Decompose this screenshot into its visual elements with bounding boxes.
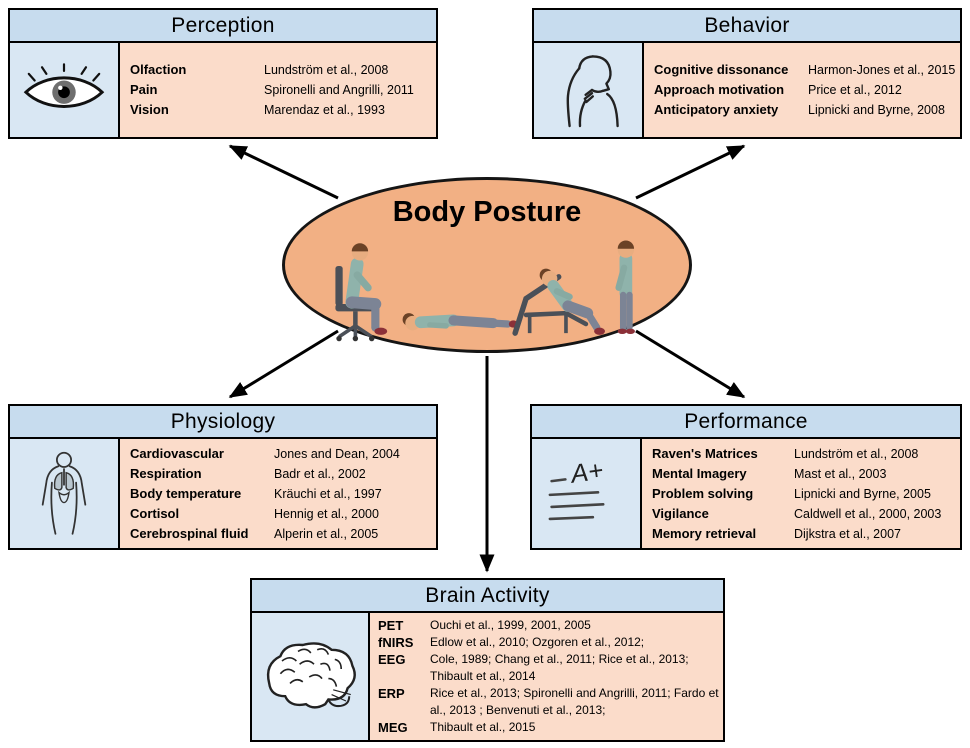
topic-label: Cerebrospinal fluid (130, 525, 249, 541)
brain-icon (252, 613, 370, 740)
posture-figures-illustration (335, 240, 635, 342)
topic-label: Vigilance (652, 505, 709, 521)
body-posture-ellipse: Body Posture (282, 177, 692, 353)
list-item: EEG Cole, 1989; Chang et al., 2011; Rice… (378, 651, 719, 685)
list-item: PET Ouchi et al., 1999, 2001, 2005 (378, 617, 719, 634)
list-item: Cognitive dissonance Harmon-Jones et al.… (654, 60, 956, 80)
citation: Mast et al., 2003 (794, 466, 887, 481)
method-label: MEG (378, 720, 408, 735)
citation: Hennig et al., 2000 (274, 506, 379, 521)
citation: Lipnicki and Byrne, 2005 (794, 486, 931, 501)
citation: Badr et al., 2002 (274, 466, 366, 481)
list-item: Problem solving Lipnicki and Byrne, 2005 (652, 484, 956, 504)
list-item: Vision Marendaz et al., 1993 (130, 100, 432, 120)
list-item: Approach motivation Price et al., 2012 (654, 80, 956, 100)
citation: Cole, 1989; Chang et al., 2011; Rice et … (430, 652, 689, 683)
topic-label: Problem solving (652, 485, 754, 501)
reclining-posture-figure (512, 268, 605, 336)
list-item: Cortisol Hennig et al., 2000 (130, 504, 432, 524)
topic-label: Olfaction (130, 62, 187, 77)
graded-paper-icon: A+ (532, 439, 642, 548)
topic-label: Approach motivation (654, 82, 785, 97)
list-item: Body temperature Kräuchi et al., 1997 (130, 484, 432, 504)
brain-activity-box: Brain Activity PET Ouchi et al., 1999, 2… (250, 578, 725, 742)
lying-posture-figure (402, 313, 518, 331)
behavior-title: Behavior (534, 10, 960, 43)
citation: Edlow et al., 2010; Ozgoren et al., 2012… (430, 635, 645, 649)
topic-label: Vision (130, 102, 169, 117)
list-item: Raven's Matrices Lundström et al., 2008 (652, 444, 956, 464)
list-item: Vigilance Caldwell et al., 2000, 2003 (652, 504, 956, 524)
list-item: Respiration Badr et al., 2002 (130, 464, 432, 484)
topic-label: Cardiovascular (130, 445, 224, 461)
physiology-box: Physiology (8, 404, 438, 550)
list-item: ERP Rice et al., 2013; Spironelli and An… (378, 685, 719, 719)
list-item: MEG Thibault et al., 2015 (378, 719, 719, 736)
citation: Lundström et al., 2008 (794, 446, 919, 461)
topic-label: Respiration (130, 465, 202, 481)
standing-posture-figure (615, 240, 635, 335)
list-item: Cerebrospinal fluid Alperin et al., 2005 (130, 524, 432, 544)
citation: Jones and Dean, 2004 (274, 446, 400, 461)
anatomical-body-icon (10, 439, 120, 548)
method-label: fNIRS (378, 635, 414, 650)
list-item: Anticipatory anxiety Lipnicki and Byrne,… (654, 100, 956, 120)
thinking-person-icon (534, 43, 644, 137)
topic-label: Anticipatory anxiety (654, 102, 779, 117)
citation: Lundström et al., 2008 (264, 63, 389, 77)
method-label: ERP (378, 686, 405, 701)
list-item: Cardiovascular Jones and Dean, 2004 (130, 444, 432, 464)
topic-label: Cortisol (130, 505, 180, 521)
list-item: Memory retrieval Dijkstra et al., 2007 (652, 524, 956, 544)
topic-label: Raven's Matrices (652, 445, 758, 461)
performance-title: Performance (532, 406, 960, 439)
topic-label: Memory retrieval (652, 525, 757, 541)
list-item: Mental Imagery Mast et al., 2003 (652, 464, 956, 484)
method-label: EEG (378, 652, 406, 667)
citation: Rice et al., 2013; Spironelli and Angril… (430, 686, 719, 717)
a-plus-grade: A+ (567, 456, 605, 488)
citation: Alperin et al., 2005 (274, 526, 379, 541)
citation: Price et al., 2012 (808, 83, 902, 97)
physiology-title: Physiology (10, 406, 436, 439)
citation: Dijkstra et al., 2007 (794, 526, 901, 541)
citation: Marendaz et al., 1993 (264, 103, 385, 117)
topic-label: Cognitive dissonance (654, 62, 789, 77)
topic-label: Pain (130, 82, 158, 97)
center-title: Body Posture (392, 196, 582, 228)
perception-title: Perception (10, 10, 436, 43)
topic-label: Body temperature (130, 485, 242, 501)
citation: Kräuchi et al., 1997 (274, 486, 382, 501)
citation: Thibault et al., 2015 (430, 720, 536, 734)
citation: Harmon-Jones et al., 2015 (808, 63, 956, 77)
citation: Spironelli and Angrilli, 2011 (264, 83, 414, 97)
perception-box: Perception Olfaction Lundström et al., 2… (8, 8, 438, 139)
topic-label: Mental Imagery (652, 465, 747, 481)
sitting-posture-figure (335, 243, 388, 342)
citation: Ouchi et al., 1999, 2001, 2005 (430, 618, 591, 632)
arrow-to-perception (228, 144, 339, 200)
list-item: Olfaction Lundström et al., 2008 (130, 60, 432, 80)
eye-icon (10, 43, 120, 137)
citation: Caldwell et al., 2000, 2003 (794, 506, 942, 521)
brain-activity-title: Brain Activity (252, 580, 723, 613)
list-item: Pain Spironelli and Angrilli, 2011 (130, 80, 432, 100)
performance-box: Performance A+ Raven's Matrices Lundströ… (530, 404, 962, 550)
list-item: fNIRS Edlow et al., 2010; Ozgoren et al.… (378, 634, 719, 651)
citation: Lipnicki and Byrne, 2008 (808, 103, 945, 117)
arrow-to-behavior (635, 144, 746, 200)
behavior-box: Behavior Cognitive disso (532, 8, 962, 139)
method-label: PET (378, 618, 404, 633)
